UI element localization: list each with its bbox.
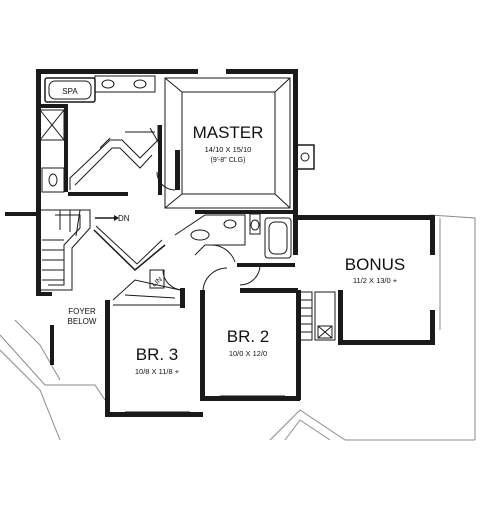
room-br3: BR. 3 10/8 X 11/8 + [135,345,180,376]
bonus-name: BONUS [345,255,405,274]
br2-size: 10/0 X 12/0 [229,349,267,358]
master-fireplace [295,144,315,170]
door-swings [125,171,285,413]
linen-label: LIN [151,276,164,288]
shower-stall [39,109,65,141]
master-name: MASTER [193,123,264,142]
stairs-down-label: DN [118,214,130,223]
foyer-line1: FOYER [68,307,96,316]
br2-name: BR. 2 [227,327,270,346]
room-bonus: BONUS 11/2 X 13/0 + [345,255,405,285]
br3-name: BR. 3 [136,345,179,364]
master-toilet [41,167,65,193]
spa-tub: SPA [44,77,96,103]
br3-size: 10/8 X 11/8 + [135,367,180,376]
stairs [39,209,119,291]
master-size: 14/10 X 15/10 [205,145,252,154]
foyer-below-label: FOYER BELOW [68,307,97,326]
spa-label: SPA [62,87,78,96]
hall-bath [174,213,292,263]
walls [5,69,435,417]
master-ceiling-tray [164,77,291,209]
br2-closet-shelves [297,291,336,341]
roof-outline-left [0,319,106,441]
foyer-railing [93,225,166,272]
br3-closet [112,269,181,306]
master-vanity [94,75,156,93]
room-br2: BR. 2 10/0 X 12/0 [227,327,270,358]
roof-outline-right [269,214,476,441]
bonus-size: 11/2 X 13/0 + [353,276,398,285]
foyer-line2: BELOW [68,317,97,326]
walk-in-closet [69,125,161,190]
master-ceiling-note: (9'-8" CLG) [211,157,246,164]
room-master: MASTER 14/10 X 15/10 (9'-8" CLG) [193,123,264,164]
